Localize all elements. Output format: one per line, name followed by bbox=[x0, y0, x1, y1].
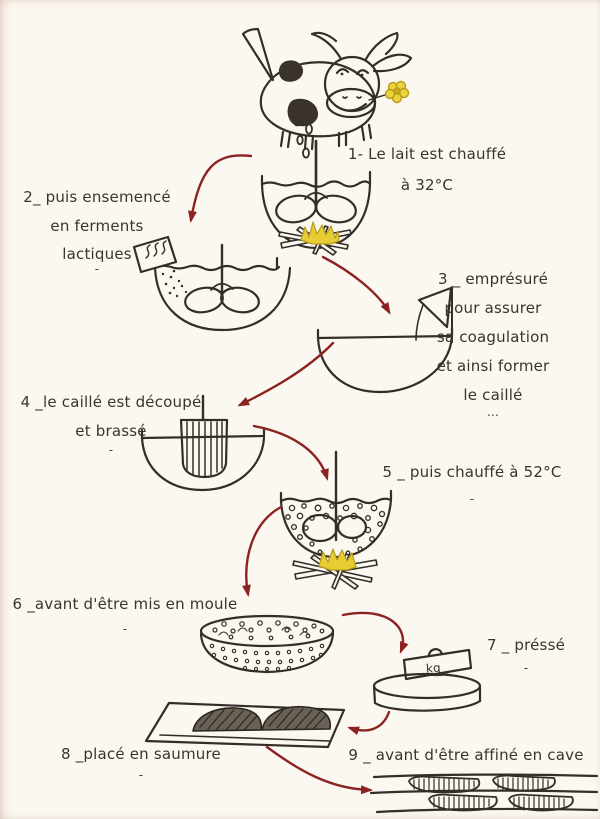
step-2-label-line-2: en ferments bbox=[50, 217, 144, 235]
pressed-cheese-wheel-drawing bbox=[372, 672, 482, 712]
arrow-step7-to-step8 bbox=[347, 710, 391, 736]
arrow-step8-to-step9 bbox=[265, 745, 373, 795]
fire-1-drawing bbox=[278, 221, 352, 256]
cheese-mould-drawing bbox=[199, 614, 335, 674]
step-9-label: 9 _ avant d'être affiné en cave bbox=[348, 746, 584, 764]
step-8-label: 8 _placé en saumure bbox=[61, 745, 221, 763]
vat-3-rennet-drawing bbox=[316, 286, 454, 394]
arrow-step1-to-step3 bbox=[321, 255, 391, 315]
step-7-label: 7 _ préssé bbox=[486, 636, 566, 654]
arrow-step5-to-step6 bbox=[242, 505, 283, 597]
aging-cheese-drawing bbox=[408, 774, 574, 812]
ferment-powder-drawing bbox=[161, 264, 188, 298]
curd-grains-drawing bbox=[285, 503, 386, 556]
step-6-label: 6 _avant d'être mis en moule bbox=[12, 595, 238, 613]
step-6-dash-mark: - bbox=[122, 622, 128, 636]
flower-icon bbox=[368, 80, 410, 104]
arrow-step6-to-step7 bbox=[341, 611, 409, 654]
brined-cheese-drawing bbox=[192, 705, 332, 732]
step-3-dash-mark: … bbox=[486, 405, 500, 419]
vat-5-heating-drawing bbox=[279, 450, 393, 590]
step-3-label-line-3: sa coagulation bbox=[436, 328, 550, 346]
step-1-label: 1- Le lait est chauffé bbox=[347, 145, 507, 163]
vat-2-ferments-drawing bbox=[132, 235, 292, 332]
flame-icon bbox=[300, 221, 340, 245]
brine-tray-drawing bbox=[144, 701, 346, 749]
cave-shelves-drawing bbox=[369, 773, 599, 814]
arrow-step4-to-step5 bbox=[252, 424, 329, 481]
press-weight-icon: kg bbox=[402, 648, 473, 681]
curd-cutter-icon bbox=[179, 418, 229, 479]
fire-2-drawing bbox=[292, 548, 378, 590]
milk-drops-drawing bbox=[293, 115, 313, 159]
step-3-label: 3 _ emprésuré bbox=[438, 270, 548, 288]
step-8-dash-mark: - bbox=[138, 768, 144, 782]
rennet-funnel-icon bbox=[415, 286, 453, 343]
step-3-label-line-4: et ainsi former bbox=[436, 357, 550, 375]
step-3-label-line-2: pour assurer bbox=[444, 299, 542, 317]
step-2-dash-mark: - bbox=[94, 262, 100, 276]
step-1-label-line-2: à 32°C bbox=[400, 176, 454, 194]
step-3-label-line-5: le caillé bbox=[463, 386, 523, 404]
cow-drawing bbox=[241, 27, 413, 151]
press-drawing: kg bbox=[372, 648, 482, 712]
step-4-label: 4 _le caillé est découpé bbox=[20, 393, 202, 411]
step-4-dash-mark: - bbox=[108, 443, 114, 457]
ferment-packet-icon bbox=[132, 235, 178, 274]
step-2-label: 2_ puis ensemencé bbox=[23, 188, 171, 206]
flow-arrows bbox=[188, 154, 409, 795]
step-5-label: 5 _ puis chauffé à 52°C bbox=[382, 463, 562, 481]
step-7-dash-mark: - bbox=[523, 661, 529, 675]
vat-1-heating-drawing bbox=[260, 139, 372, 256]
flame-icon bbox=[318, 548, 357, 571]
step-4-label-line-2: et brassé bbox=[75, 422, 147, 440]
arrow-step1-to-step2 bbox=[188, 154, 253, 223]
step-5-dash-mark: - bbox=[469, 492, 475, 506]
arrow-step3-to-step4 bbox=[237, 341, 335, 407]
step-2-label-line-3: lactiques bbox=[62, 245, 132, 263]
press-weight-label: kg bbox=[426, 661, 442, 676]
